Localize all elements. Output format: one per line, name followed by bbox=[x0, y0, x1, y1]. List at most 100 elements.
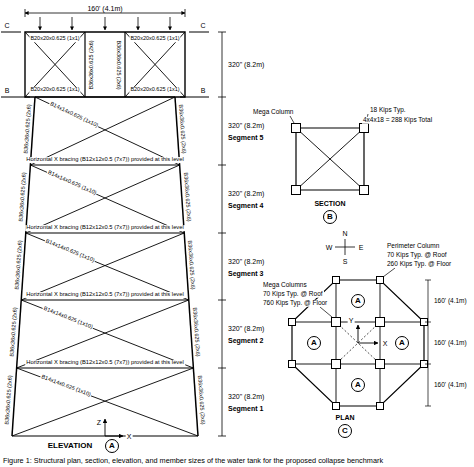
load-note-holder: 70 Kips Typ. @ Roof bbox=[386, 252, 448, 259]
member-size-holder: B14x14x0.625 (1x10) bbox=[48, 101, 99, 129]
mega-column bbox=[376, 360, 385, 369]
member-size-holder: B36x36x0.625 (2x6) bbox=[89, 39, 95, 90]
x-brace bbox=[17, 368, 198, 436]
section-mark-holder: B bbox=[200, 87, 207, 94]
member-size-holder: B14x14x0.625 (1x10) bbox=[44, 238, 96, 264]
grid-marker-circle: A bbox=[351, 294, 365, 308]
level-beam bbox=[17, 367, 194, 368]
axis-name-holder: X bbox=[126, 433, 133, 440]
x-brace bbox=[26, 165, 180, 233]
level-beam bbox=[26, 232, 184, 233]
plan-brace bbox=[336, 322, 380, 364]
level-beam bbox=[30, 164, 179, 165]
load-note: 260 Kips Typ. @ Floor bbox=[386, 261, 452, 268]
dimension-tick bbox=[425, 322, 431, 323]
bracing-note: Horizontal X bracing (B12x12x0.5 (7x7)) … bbox=[25, 157, 185, 163]
leader-line bbox=[290, 116, 294, 123]
mega-column bbox=[332, 360, 341, 369]
axis-name: Y bbox=[348, 317, 355, 324]
load-arrow bbox=[138, 17, 139, 30]
section-mark: B bbox=[200, 87, 207, 94]
section-cut-marker bbox=[189, 32, 209, 33]
perimeter-column bbox=[333, 403, 340, 410]
marker-letter: C bbox=[342, 427, 348, 435]
dimension-tick bbox=[425, 406, 431, 407]
perimeter-column bbox=[377, 403, 384, 410]
bracing-note-holder: Horizontal X bracing (B12x12x0.5 (7x7)) … bbox=[25, 225, 185, 231]
mega-column bbox=[292, 186, 301, 195]
dimension-text-holder: 160' (4.1m) bbox=[86, 5, 123, 12]
part-name: Perimeter Column bbox=[386, 243, 440, 250]
section-mark-holder: B bbox=[4, 87, 11, 94]
view-title-holder: ELEVATION bbox=[47, 442, 94, 450]
load-note-holder: 70 Kips Typ. @ Roof bbox=[262, 291, 324, 298]
section-mark: C bbox=[199, 22, 206, 29]
member-size-holder: B14x14x0.625 (1x10) bbox=[41, 306, 94, 331]
x-brace bbox=[17, 300, 189, 368]
load-note: 760 Kips Typ. @ Floor bbox=[262, 300, 328, 307]
dimension-text-holder: 320" (8.2m) bbox=[227, 393, 265, 400]
mega-column bbox=[360, 186, 369, 195]
grid-marker-circle: A bbox=[307, 336, 321, 350]
segment-name: Segment 4 bbox=[227, 202, 264, 209]
mega-column bbox=[376, 318, 385, 327]
dimension-tick bbox=[218, 368, 226, 369]
x-brace bbox=[26, 233, 189, 300]
dimension-tick bbox=[218, 32, 226, 33]
mega-column bbox=[332, 318, 341, 327]
level-beam bbox=[21, 299, 189, 300]
dimension-text: 160' (4.1m) bbox=[433, 298, 468, 305]
grid-marker-circle: C bbox=[338, 424, 352, 438]
level-beam bbox=[12, 435, 198, 436]
frame-brace bbox=[125, 32, 185, 97]
compass-letter: E bbox=[358, 244, 365, 251]
top-frame bbox=[25, 32, 185, 97]
axis-name: Z bbox=[96, 419, 102, 426]
figure-caption: Figure 1: Structural plan, section, elev… bbox=[3, 456, 383, 465]
marker-letter: A bbox=[311, 339, 317, 347]
marker-letter: A bbox=[355, 297, 361, 305]
section-brace bbox=[296, 128, 364, 190]
x-brace bbox=[35, 97, 180, 165]
member-size: B20x20x0.625 (1x1) bbox=[29, 36, 80, 42]
axis-name-holder: Z bbox=[96, 419, 102, 426]
load-note: 4x4x18 = 288 Kips Total bbox=[362, 117, 433, 124]
dimension-text: 320" (8.2m) bbox=[227, 61, 265, 68]
dimension-text: 320" (8.2m) bbox=[227, 325, 265, 332]
x-brace bbox=[21, 300, 193, 368]
grid-marker-circle: A bbox=[395, 336, 409, 350]
marker-letter: A bbox=[399, 339, 405, 347]
member-size: B20x20x0.625 (1x1) bbox=[129, 87, 180, 93]
view-title: PLAN bbox=[334, 414, 355, 421]
section-mark-holder: C bbox=[199, 22, 206, 29]
dimension-text: 160' (4.1m) bbox=[433, 382, 468, 389]
member-size: B20x20x0.625 (1x1) bbox=[29, 87, 80, 93]
dimension-text-holder: 320" (8.2m) bbox=[227, 325, 265, 332]
grid-marker-circle: A bbox=[105, 439, 119, 453]
compass-letter-holder: S bbox=[342, 258, 349, 265]
dimension-tick bbox=[218, 436, 226, 437]
tower-leg bbox=[12, 97, 35, 436]
section-brace bbox=[296, 128, 364, 190]
member-size: B14x14x0.625 (1x10) bbox=[44, 238, 96, 264]
load-arrow bbox=[40, 17, 41, 30]
part-name: Mega Columns bbox=[262, 282, 308, 289]
load-arrow bbox=[105, 17, 106, 30]
member-size: B36x36x0.625 (2x6) bbox=[115, 39, 121, 90]
load-note: 70 Kips Typ. @ Roof bbox=[262, 291, 324, 298]
dimension-text-holder: 160' (4.1m) bbox=[433, 382, 468, 389]
compass-letter-holder: E bbox=[358, 244, 365, 251]
dimension-tick bbox=[25, 9, 26, 17]
plan-grid bbox=[292, 322, 424, 323]
level-beam bbox=[35, 96, 175, 97]
x-brace bbox=[30, 165, 184, 233]
leader-line bbox=[383, 268, 395, 277]
part-name-holder: Mega Column bbox=[252, 109, 294, 116]
section-mark: C bbox=[3, 22, 10, 29]
segment-name-holder: Segment 2 bbox=[227, 337, 264, 344]
dimension-text: 160' (4.1m) bbox=[433, 340, 468, 347]
dimension-tick bbox=[425, 364, 431, 365]
dimension-line bbox=[428, 280, 429, 406]
marker-letter: A bbox=[109, 442, 115, 450]
